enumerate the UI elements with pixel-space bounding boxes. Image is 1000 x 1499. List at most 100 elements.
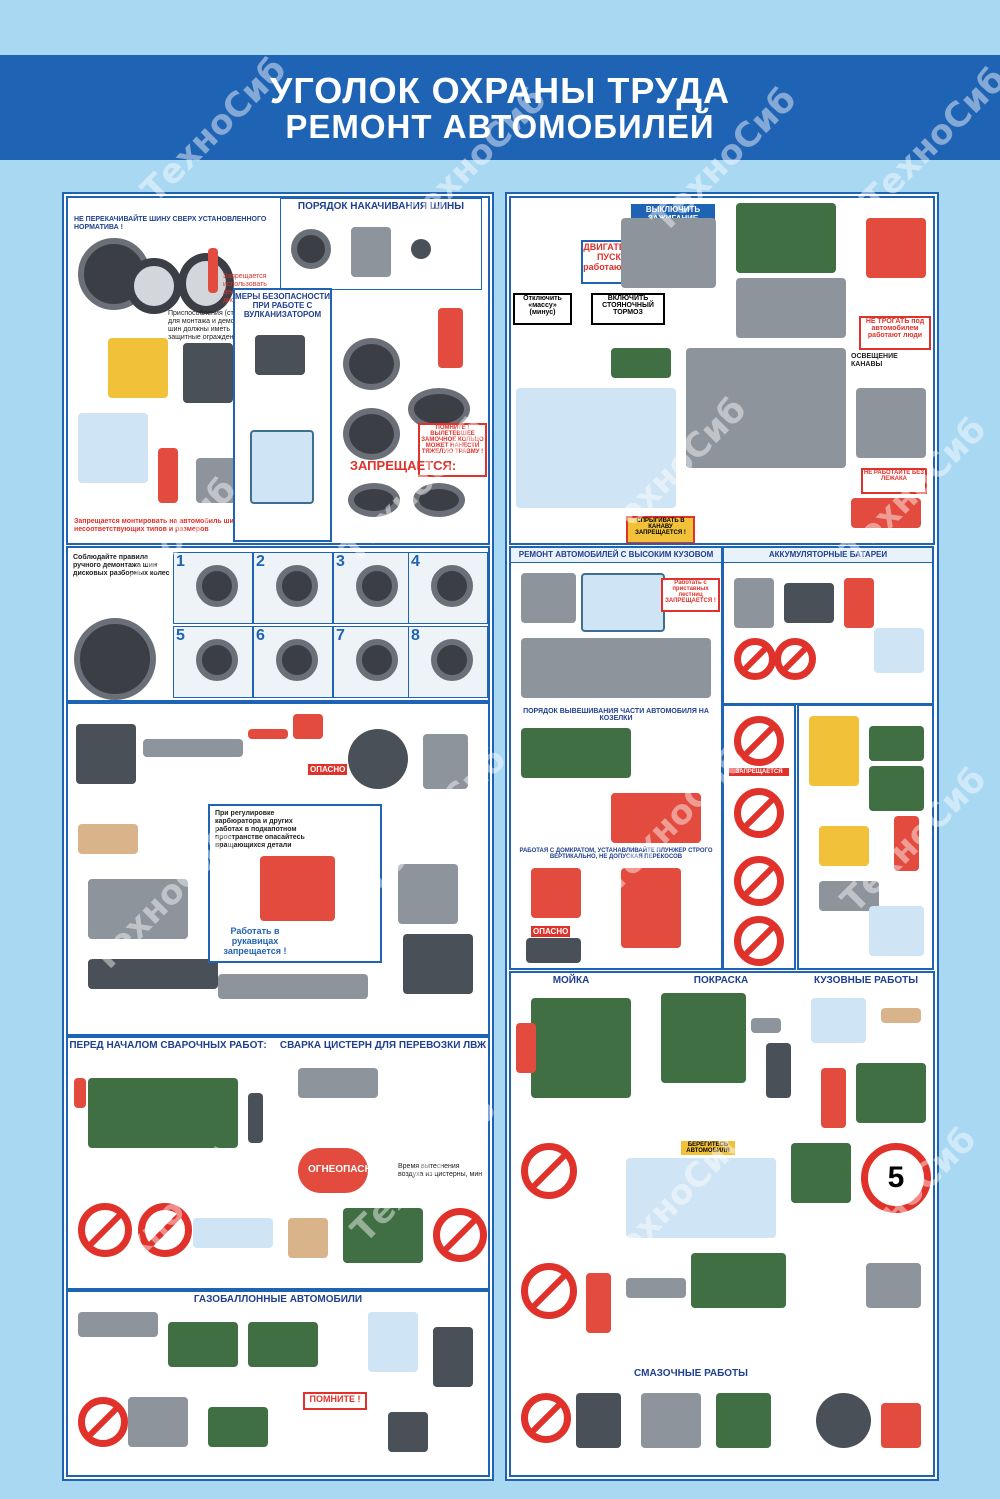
vulcanizer-icon (250, 430, 314, 504)
step-number: 5 (176, 627, 185, 644)
lock-ring-icon (178, 253, 234, 314)
hammer-icon (78, 824, 138, 854)
lube-title: СМАЗОЧНЫЕ РАБОТЫ (634, 1368, 748, 1379)
truck-icon (869, 726, 924, 761)
lube-worker-icon (586, 1273, 611, 1333)
service-section: МОЙКА ПОКРАСКА КУЗОВНЫЕ РАБОТЫ БЕРЕГИТЕС… (509, 971, 935, 1477)
left-panel: НЕ ПЕРЕКАЧИВАЙТЕ ШИНУ СВЕРХ УСТАНОВЛЕННО… (62, 192, 494, 1481)
ladder-note: Работать с приставных лестниц ЗАПРЕЩАЕТС… (661, 578, 720, 612)
truck-lift-icon (791, 1143, 851, 1203)
gas-section: ГАЗОБАЛЛОННЫЕ АВТОМОБИЛИ ПОМНИТЕ ! (66, 1290, 490, 1477)
tools-section: ОПАСНО При регулировке карбюратора и дру… (66, 702, 490, 1036)
pipe-gauge-icon (218, 974, 368, 999)
danger-label: ОПАСНО (531, 926, 571, 937)
mass-off-label: Отключить «массу» (минус) (513, 293, 572, 325)
no-canister-sign (78, 1203, 132, 1257)
truck-stand-icon (521, 728, 631, 778)
gloves-warning: Работать в рукавицах запрещается ! (223, 926, 287, 956)
wash-title: МОЙКА (552, 975, 590, 986)
battery-title: АККУМУЛЯТОРНЫЕ БАТАРЕИ (768, 550, 888, 559)
no-sound-sign (521, 1143, 577, 1199)
poster-title: УГОЛОК ОХРАНЫ ТРУДА (269, 70, 731, 111)
carburetor-box: При регулировке карбюратора и других раб… (208, 804, 382, 963)
handbrake-label: ВКЛЮЧИТЬ СТОЯНОЧНЫЙ ТОРМОЗ (591, 293, 665, 325)
load-prohibited-sign (734, 788, 784, 838)
pit-lamp-icon (856, 388, 926, 458)
engine-block-icon (88, 879, 188, 939)
body-worker-icon (821, 1068, 846, 1128)
demount-step: 3 (333, 552, 413, 624)
hand-icon (288, 1218, 328, 1258)
gas-station-icon (368, 1312, 418, 1372)
welding-title-right: СВАРКА ЦИСТЕРН ДЛЯ ПЕРЕВОЗКИ ЛВЖ (279, 1040, 487, 1051)
remember-box: ПОМНИТЕ ! (303, 1392, 367, 1410)
pit-section: ДВИГАТЕЛЬ НЕ ПУСКАТЬ работают люди ВЫКЛЮ… (509, 196, 935, 545)
paint-title: ПОКРАСКА (693, 975, 749, 986)
press-icon (183, 343, 233, 403)
truck-cab-icon (343, 1208, 423, 1263)
tanker-icon (298, 1148, 368, 1193)
tire-icon (431, 565, 473, 607)
no-fire-sign (433, 1208, 487, 1262)
frame-icon (691, 1253, 786, 1308)
tire-icon (431, 639, 473, 681)
vulcanizer-press-icon (255, 335, 305, 375)
body-panel-icon (811, 998, 866, 1043)
welding-section: ПЕРЕД НАЧАЛОМ СВАРОЧНЫХ РАБОТ: СВАРКА ЦИ… (66, 1036, 490, 1290)
disk-icon (413, 483, 465, 517)
section-header-bar (511, 548, 721, 563)
tire-icon (276, 639, 318, 681)
high-body-section: РЕМОНТ АВТОМОБИЛЕЙ С ВЫСОКИМ КУЗОВОМ Раб… (509, 546, 723, 970)
jack-note: РАБОТАЯ С ДОМКРАТОМ, УСТАНАВЛИВАЙТЕ ПЛУН… (519, 848, 713, 860)
battery-section: АККУМУЛЯТОРНЫЕ БАТАРЕИ (722, 546, 934, 705)
crane-icon (809, 716, 859, 786)
demount-step: 5 (173, 626, 253, 698)
lift-icon (736, 278, 846, 338)
section-header-bar (724, 548, 932, 563)
tipped-car-icon (526, 938, 581, 963)
tire-changer-icon (108, 338, 168, 398)
lift-jack-icon (881, 1403, 921, 1448)
hoist-worker-icon (894, 816, 919, 871)
gauge-icon (411, 239, 431, 259)
crane-signs-column: ЗАПРЕЩАЕТСЯ (722, 704, 796, 970)
body-title: КУЗОВНЫЕ РАБОТЫ (813, 975, 919, 986)
hang-order-title: ПОРЯДОК ВЫВЕШИВАНИЯ ЧАСТИ АВТОМОБИЛЯ НА … (523, 708, 709, 722)
mechanic-creeper-icon (851, 498, 921, 528)
cable-prohibited-sign (734, 916, 784, 966)
speed-limit-sign: 5 (861, 1143, 931, 1213)
no-smoke-sign (774, 638, 816, 680)
step-number: 8 (411, 627, 420, 644)
welding-title-left: ПЕРЕД НАЧАЛОМ СВАРОЧНЫХ РАБОТ: (69, 1040, 267, 1051)
no-fire-sign (78, 1397, 128, 1447)
carburetor-note: При регулировке карбюратора и других раб… (215, 810, 305, 849)
demount-step: 4 (408, 552, 488, 624)
wash-truck-icon (531, 998, 631, 1098)
tire-stack-icon (343, 408, 400, 460)
disk-icon (348, 483, 400, 517)
extinguisher-icon (74, 1078, 86, 1108)
vulcanizer-title: МЕРЫ БЕЗОПАСНОСТИ ПРИ РАБОТЕ С ВУЛКАНИЗА… (235, 292, 330, 319)
mount-forbidden-note: Запрещается монтировать на автомобиль ши… (74, 518, 244, 533)
tire-icon (196, 639, 238, 681)
tire-icon (356, 565, 398, 607)
wheel-icon (816, 1393, 871, 1448)
lube-nozzle-icon (641, 1393, 701, 1448)
manual-demount-section: Соблюдайте правила ручного демонтажа шин… (66, 546, 490, 702)
careful-sign: БЕРЕГИТЕСЬ АВТОМОБИЛЯ (681, 1141, 735, 1155)
hook-prohibited-sign (734, 716, 784, 766)
tank-truck-icon (298, 1068, 378, 1098)
vulcanizer-section: МЕРЫ БЕЗОПАСНОСТИ ПРИ РАБОТЕ С ВУЛКАНИЗА… (233, 288, 332, 542)
tire-icon (196, 565, 238, 607)
gas-truck-icon (248, 1322, 318, 1367)
workbench-icon (208, 1407, 268, 1447)
gas-title: ГАЗОБАЛЛОННЫЕ АВТОМОБИЛИ (193, 1294, 363, 1305)
tire-icon (276, 565, 318, 607)
inflation-title: ПОРЯДОК НАКАЧИВАНИЯ ШИНЫ (297, 201, 465, 212)
step-number: 2 (256, 553, 265, 570)
tire-stack-icon (343, 338, 400, 390)
battery-icon (784, 583, 834, 623)
wheel-hub-icon (76, 724, 136, 784)
wrench-icon (248, 729, 288, 739)
gas-cylinder-icon (248, 1093, 263, 1143)
